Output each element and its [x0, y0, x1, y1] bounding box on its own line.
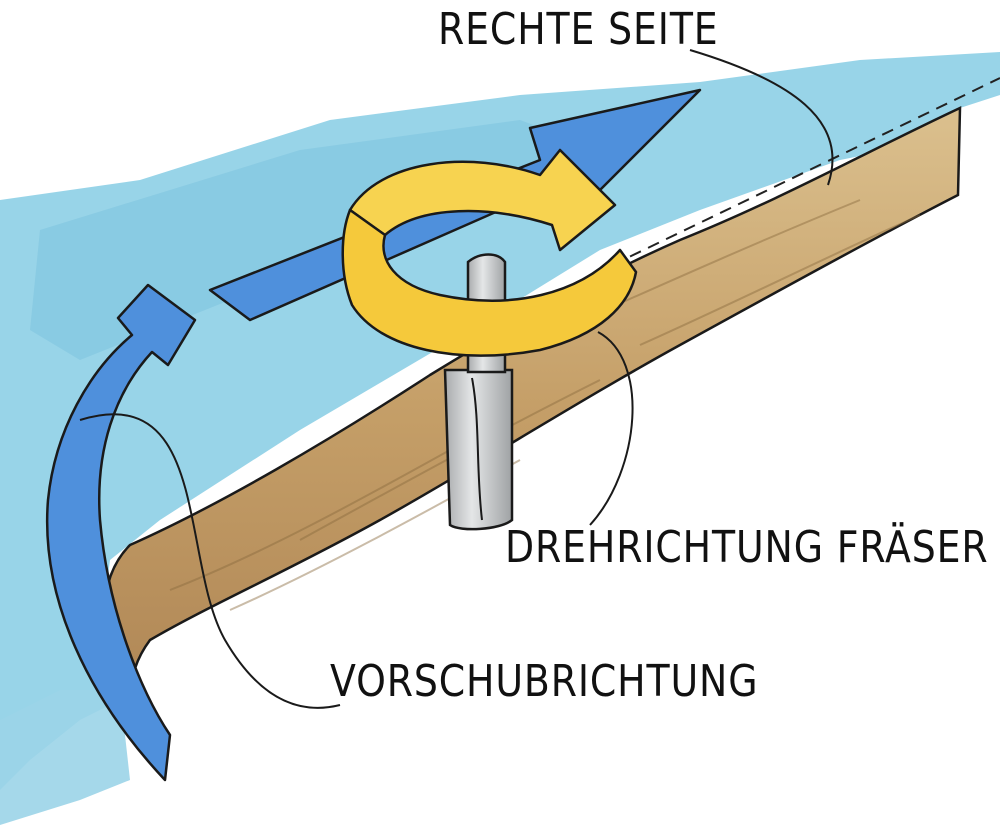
label-feed-direction: VORSCHUBRICHTUNG [330, 656, 759, 707]
feed-arrow-curved [45, 283, 197, 782]
rotation-arrow-front [341, 208, 638, 357]
surface-lower-strip [0, 690, 130, 825]
rotation-arrow-back [348, 148, 617, 252]
label-right-side: RECHTE SEITE [438, 4, 719, 55]
router-bit-flute [471, 377, 483, 521]
leader-feed-direction [79, 413, 341, 709]
label-cutter-rotation: DREHRICHTUNG FRÄSER [505, 522, 989, 573]
leader-cutter-rotation [589, 331, 634, 526]
wood-edge [103, 106, 962, 704]
leader-right-side [689, 49, 834, 186]
